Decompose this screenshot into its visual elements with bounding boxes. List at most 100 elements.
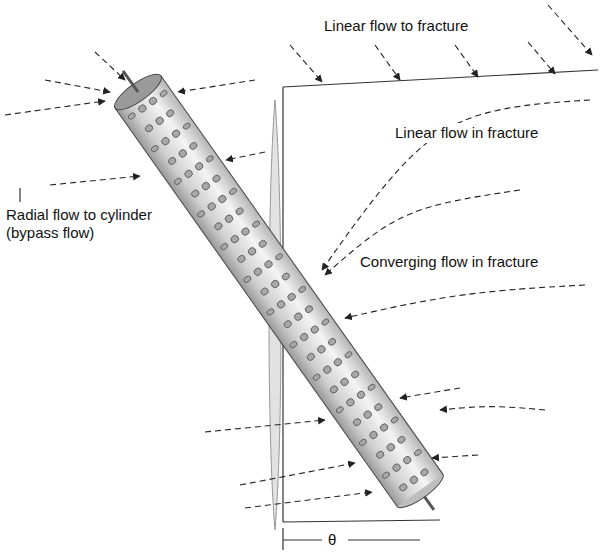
tube-edge — [115, 108, 397, 506]
flow-arrow — [50, 176, 140, 185]
perforation — [379, 422, 389, 432]
flow-arrow — [95, 52, 125, 80]
perforation — [228, 187, 237, 196]
flow-arrow — [205, 420, 325, 432]
perforation — [276, 299, 286, 309]
perforation — [240, 227, 250, 237]
perforation — [375, 450, 385, 460]
perforation — [236, 254, 246, 264]
flow-arrow — [245, 492, 372, 508]
perforation — [358, 438, 367, 447]
perforation — [178, 148, 188, 158]
perforation — [333, 357, 343, 367]
perforation — [299, 332, 309, 342]
perforation — [275, 252, 284, 261]
plane-edge — [283, 70, 598, 87]
perforation — [293, 312, 303, 322]
perforation — [304, 304, 314, 313]
flow-label: Linear flow to fracture — [322, 16, 470, 36]
perforation — [327, 337, 337, 346]
perforation — [344, 350, 353, 359]
flow-arrow — [345, 285, 585, 318]
perforation — [381, 471, 390, 480]
perforation — [287, 292, 297, 302]
perforation — [391, 463, 401, 473]
perforation — [260, 287, 270, 297]
perforation — [409, 475, 419, 485]
perforation — [220, 242, 229, 251]
perforation — [396, 435, 406, 444]
perforation — [270, 279, 280, 289]
perforation — [171, 129, 181, 139]
perforation — [266, 308, 275, 317]
perforation — [196, 210, 205, 219]
perforation — [362, 409, 372, 419]
flow-label: Converging flow in fracture — [358, 252, 540, 272]
perforation — [386, 442, 396, 452]
tube-top — [110, 68, 166, 115]
flow-arrow — [548, 5, 592, 55]
perforation — [190, 189, 200, 199]
perforation — [247, 246, 257, 256]
perforation — [350, 370, 360, 379]
perforation — [298, 285, 307, 294]
perforation — [352, 417, 362, 427]
angle-line — [348, 539, 420, 540]
perforation — [212, 174, 222, 183]
flow-label: Linear flow in fracture — [393, 123, 540, 143]
perforation — [188, 141, 198, 150]
perforation — [251, 220, 260, 229]
perforation — [339, 377, 349, 387]
perforation — [402, 455, 412, 465]
angle-label: θ — [326, 530, 338, 550]
perforation — [356, 390, 366, 400]
perforation — [335, 405, 344, 414]
perforation — [213, 221, 223, 231]
flow-arrow — [440, 407, 545, 410]
perforation — [367, 383, 376, 392]
perforation — [420, 468, 430, 477]
perforation — [150, 144, 159, 153]
perforation — [310, 324, 320, 334]
flow-arrow — [226, 152, 265, 160]
perforation — [205, 155, 214, 164]
flow-arrow — [290, 45, 322, 82]
perforation — [230, 234, 240, 244]
perforation — [160, 136, 170, 146]
perforation — [321, 318, 330, 327]
flow-arrow — [45, 80, 110, 92]
perforation — [154, 116, 164, 126]
perforation — [373, 402, 383, 411]
perforation — [165, 109, 175, 118]
flow-arrow — [178, 80, 255, 92]
perforation — [322, 365, 332, 375]
perforation — [258, 239, 268, 248]
perforation — [207, 201, 217, 211]
flow-label: Radial flow to cylinder (bypass flow) — [4, 205, 173, 243]
perforation — [159, 89, 168, 98]
perforation — [182, 122, 191, 131]
perforation — [281, 272, 291, 281]
perforation — [243, 275, 252, 284]
flow-arrows — [5, 5, 592, 508]
angle-tick — [282, 528, 283, 550]
perforation — [253, 267, 263, 277]
flow-arrow — [528, 42, 555, 74]
flow-arrow — [240, 463, 355, 485]
angle-line — [283, 539, 322, 540]
perforation — [306, 352, 316, 362]
perforation — [312, 373, 321, 382]
perforation — [368, 430, 378, 440]
perforation — [345, 397, 355, 407]
perforation — [148, 96, 158, 106]
flow-arrow — [5, 101, 105, 115]
flow-arrow — [432, 455, 478, 458]
flow-arrow — [375, 45, 400, 80]
perforation — [201, 181, 211, 191]
perforation — [137, 103, 147, 113]
angle-mark — [283, 528, 420, 550]
perforation — [144, 123, 154, 133]
perforations — [127, 88, 435, 496]
flow-arrow — [400, 388, 460, 398]
